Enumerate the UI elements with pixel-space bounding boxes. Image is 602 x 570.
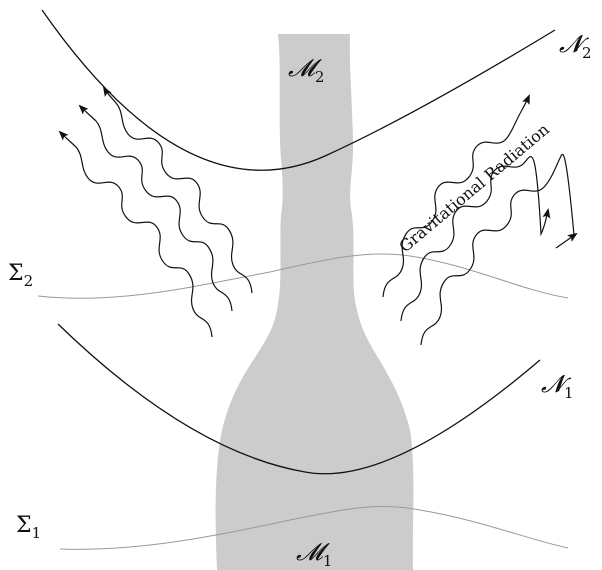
radiation-arrow-right-3	[420, 153, 575, 346]
label-sigma1: Σ1	[16, 513, 41, 542]
label-n2: 𝓝2	[559, 30, 592, 62]
n-1-hypersurface	[57, 323, 541, 475]
radiation-arrow-right-3-tip	[555, 232, 578, 249]
radiation-arrow-left-1	[102, 86, 253, 294]
label-n1: 𝓝1	[541, 370, 574, 402]
n-2-hypersurface	[41, 9, 556, 171]
sigma-2-surface	[37, 253, 569, 299]
sigma-1-surface	[59, 505, 569, 550]
label-sigma2: Σ2	[8, 261, 33, 290]
radiation-arrow-right-1	[382, 94, 530, 298]
radiation-arrow-right-2	[400, 156, 551, 322]
radiation-arrow-left-2	[78, 104, 233, 312]
radiation-arrow-left-3	[58, 130, 213, 338]
spacetime-body	[215, 34, 414, 570]
label-gravitational-radiation: Gravitational Radiation	[395, 120, 552, 256]
